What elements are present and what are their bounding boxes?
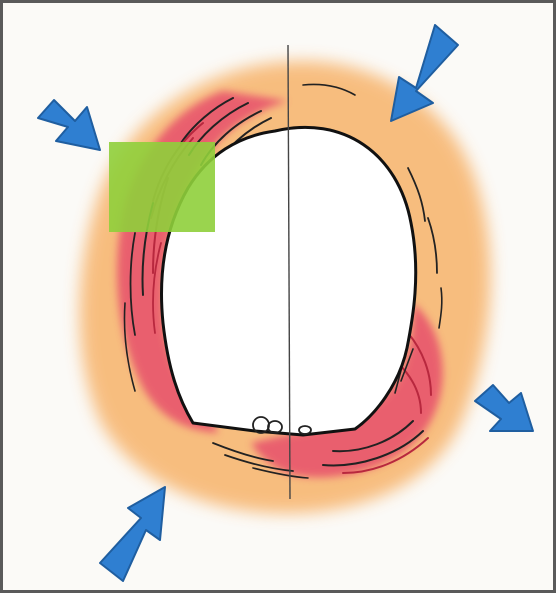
arrow-top-right-icon (391, 25, 458, 121)
arrow-right-icon (475, 385, 533, 431)
tunnel-cross-section-diagram (3, 3, 556, 593)
arrow-bottom-left-icon (100, 487, 165, 581)
highlight-box (109, 142, 215, 232)
arrow-top-left-icon (38, 100, 100, 150)
